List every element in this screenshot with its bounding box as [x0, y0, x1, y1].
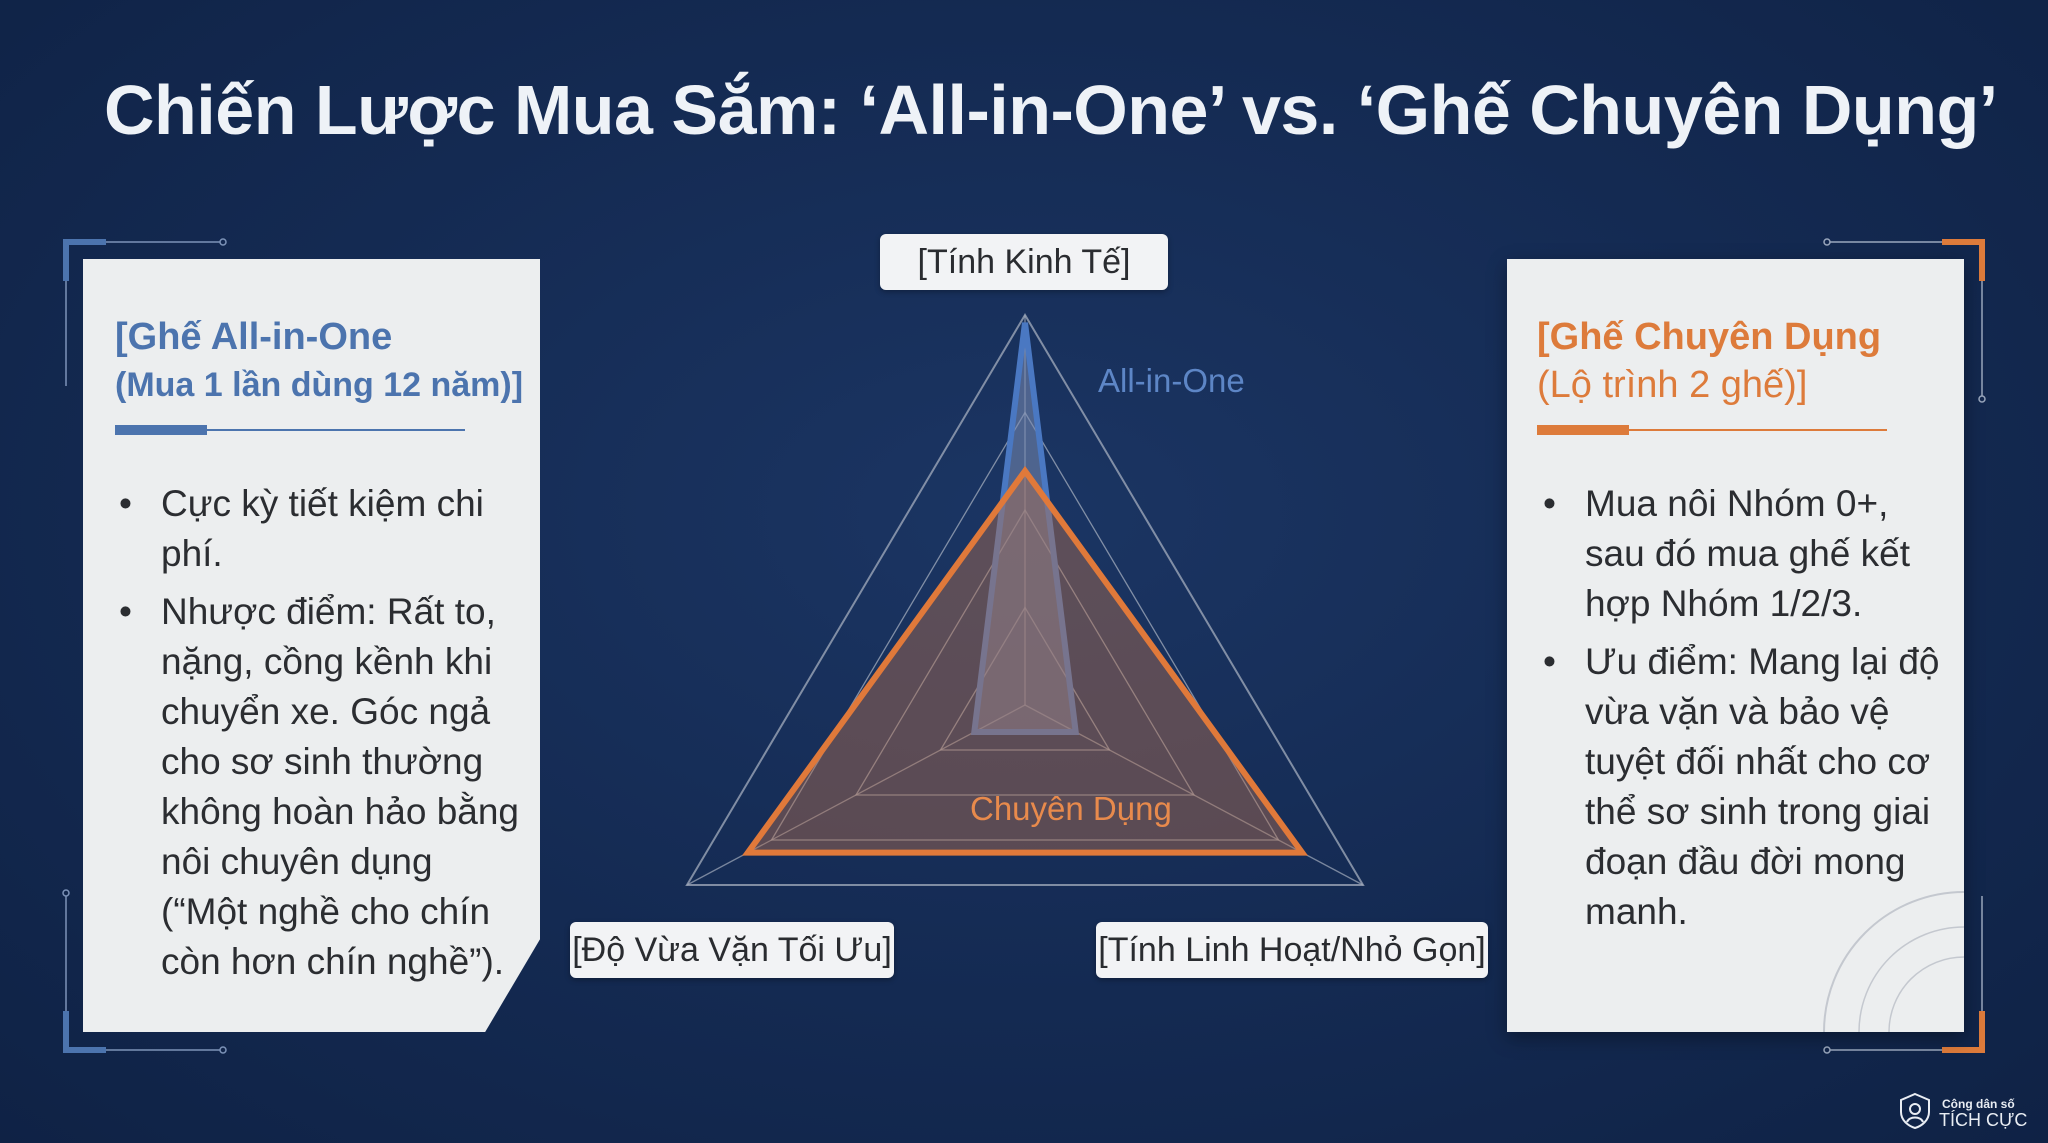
all-in-one-rule-accent [115, 425, 207, 435]
all-in-one-heading-title: [Ghế All-in-One [115, 316, 393, 358]
axis-label-flexibility: [Tính Linh Hoạt/Nhỏ Gọn] [1096, 922, 1488, 978]
specialized-card: [Ghế Chuyên Dụng (Lộ trình 2 ghế)] Mua n… [1507, 259, 1964, 1032]
shield-icon [1900, 1092, 1930, 1130]
series-label-specialized: Chuyên Dụng [970, 790, 1172, 827]
specialized-heading-subtitle: (Lộ trình 2 ghế)] [1537, 364, 1808, 406]
all-in-one-heading-subtitle: (Mua 1 lần dùng 12 năm)] [115, 366, 524, 404]
radar-grid-level [770, 411, 1280, 841]
all-in-one-card: [Ghế All-in-One (Mua 1 lần dùng 12 năm)]… [83, 259, 540, 1032]
list-item: Mua nôi Nhóm 0+, sau đó mua ghế kết hợp … [1537, 479, 1952, 629]
specialized-rule [1537, 429, 1887, 431]
radar-series-all-in-one [970, 322, 1080, 735]
specialized-bullets: Mua nôi Nhóm 0+, sau đó mua ghế kết hợp … [1537, 479, 1952, 945]
page-title: Chiến Lược Mua Sắm: ‘All-in-One’ vs. ‘Gh… [104, 71, 1998, 149]
radar-grid-level [939, 606, 1111, 751]
specialized-rule-accent [1537, 425, 1629, 435]
radar-grid-level [854, 508, 1196, 796]
radar-axis-line [1024, 704, 1364, 886]
axis-label-economy: [Tính Kinh Tế] [880, 234, 1168, 290]
specialized-heading: [Ghế Chuyên Dụng (Lộ trình 2 ghế)] [1537, 313, 1881, 409]
list-item: Cực kỳ tiết kiệm chi phí. [113, 479, 523, 579]
series-label-all-in-one: All-in-One [1098, 362, 1245, 399]
specialized-heading-title: [Ghế Chuyên Dụng [1537, 316, 1882, 358]
radar-axis-line [686, 704, 1026, 886]
logo-line1: Công dân số [1942, 1097, 2015, 1111]
logo-line2: TÍCH CỰC [1939, 1110, 2028, 1130]
axis-label-fit: [Độ Vừa Vặn Tối Ưu] [570, 922, 894, 978]
radar-series-specialized [741, 465, 1309, 856]
list-item: Nhược điểm: Rất to, nặng, cồng kềnh khi … [113, 587, 523, 987]
all-in-one-bullets: Cực kỳ tiết kiệm chi phí. Nhược điểm: Rấ… [113, 479, 523, 995]
all-in-one-heading: [Ghế All-in-One (Mua 1 lần dùng 12 năm)] [115, 313, 523, 409]
list-item: Ưu điểm: Mang lại độ vừa vặn và bảo vệ t… [1537, 637, 1952, 937]
radar-grid-level [685, 313, 1365, 886]
all-in-one-rule [115, 429, 465, 431]
